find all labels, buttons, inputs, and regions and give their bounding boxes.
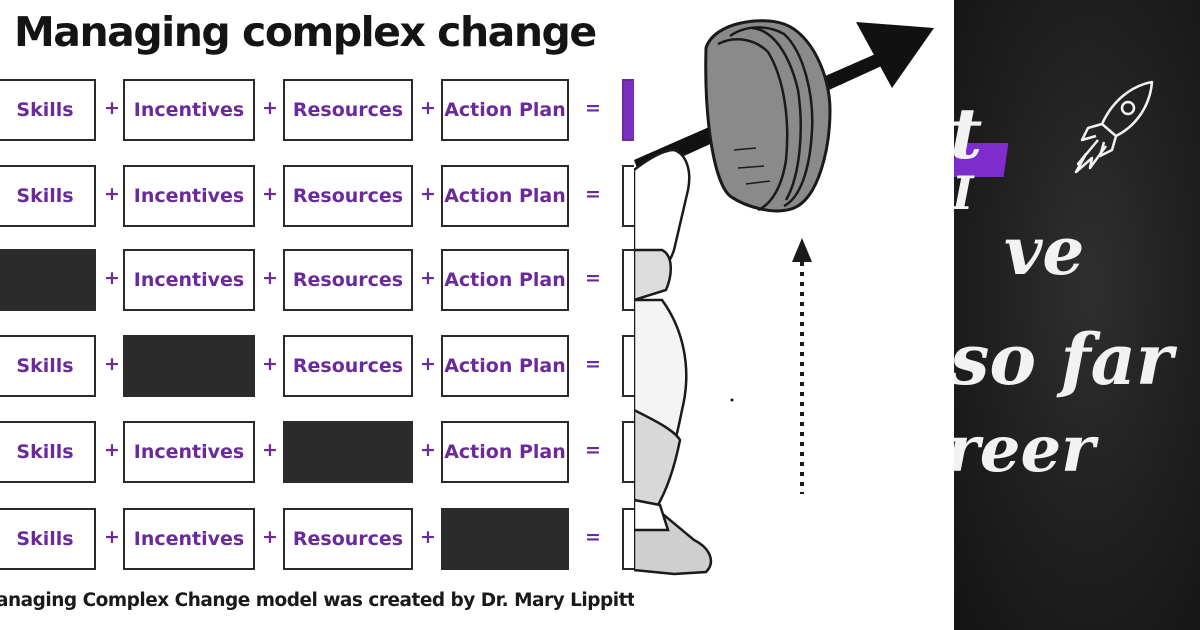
equals-sign: = xyxy=(585,97,601,119)
equals-sign: = xyxy=(585,526,601,548)
skills-box: Skills xyxy=(0,335,96,397)
resources-box: Resources xyxy=(283,508,413,570)
chalk-text: ve xyxy=(1004,212,1085,290)
plus-sign: + xyxy=(104,183,120,205)
plus-sign: + xyxy=(262,526,278,548)
upward-arrow-icon xyxy=(792,238,812,494)
page-title: Managing complex change xyxy=(14,8,597,56)
action-plan-box: Action Plan xyxy=(441,335,569,397)
result-box xyxy=(622,508,634,570)
resources-missing-block xyxy=(283,421,413,483)
chalk-text: reer xyxy=(954,412,1095,487)
plus-sign: + xyxy=(262,439,278,461)
action-plan-box: Action Plan xyxy=(441,249,569,311)
plus-sign: + xyxy=(104,267,120,289)
plus-sign: + xyxy=(420,97,436,119)
plus-sign: + xyxy=(104,353,120,375)
action-plan-missing-block xyxy=(441,508,569,570)
incentives-missing-block xyxy=(123,335,255,397)
plus-sign: + xyxy=(104,439,120,461)
resources-box: Resources xyxy=(283,79,413,141)
action-plan-box: Action Plan xyxy=(441,165,569,227)
model-row: Skills + Incentives + Resources + Action… xyxy=(0,79,634,141)
action-plan-box: Action Plan xyxy=(441,421,569,483)
result-box xyxy=(622,79,634,141)
plus-sign: + xyxy=(420,267,436,289)
plus-sign: + xyxy=(420,526,436,548)
incentives-box: Incentives xyxy=(123,249,255,311)
skills-box: Skills xyxy=(0,508,96,570)
result-box xyxy=(622,165,634,227)
action-plan-box: Action Plan xyxy=(441,79,569,141)
result-box xyxy=(622,249,634,311)
equals-sign: = xyxy=(585,439,601,461)
plus-sign: + xyxy=(420,439,436,461)
plus-sign: + xyxy=(262,267,278,289)
plus-sign: + xyxy=(262,353,278,375)
chalk-text: I xyxy=(954,166,974,220)
model-row: + Incentives + Resources + Action Plan = xyxy=(0,249,634,311)
plus-sign: + xyxy=(420,353,436,375)
chalk-text: so far xyxy=(954,318,1173,401)
weightlifter-illustration xyxy=(634,0,954,630)
plus-sign: + xyxy=(262,97,278,119)
lippitt-model-panel: Managing complex change Skills + Incenti… xyxy=(0,8,634,611)
chalkboard-panel: t I ve so far reer xyxy=(954,0,1200,630)
model-row: Skills + Incentives + + Action Plan = xyxy=(0,421,634,483)
resources-box: Resources xyxy=(283,165,413,227)
model-row: Skills + Incentives + Resources + = xyxy=(0,508,634,570)
equals-sign: = xyxy=(585,183,601,205)
lifter-figure xyxy=(634,148,713,576)
incentives-box: Incentives xyxy=(123,165,255,227)
incentives-box: Incentives xyxy=(123,79,255,141)
chalk-text: t xyxy=(954,92,982,175)
plus-sign: + xyxy=(104,526,120,548)
rocket-icon xyxy=(1074,80,1154,174)
model-row: Skills + Incentives + Resources + Action… xyxy=(0,165,634,227)
plus-sign: + xyxy=(262,183,278,205)
result-box xyxy=(622,335,634,397)
skills-missing-block xyxy=(0,249,96,311)
result-box xyxy=(622,421,634,483)
weight-plates-icon xyxy=(704,19,832,213)
skills-box: Skills xyxy=(0,421,96,483)
plus-sign: + xyxy=(104,97,120,119)
plus-sign: + xyxy=(420,183,436,205)
resources-box: Resources xyxy=(283,249,413,311)
skills-box: Skills xyxy=(0,79,96,141)
incentives-box: Incentives xyxy=(123,421,255,483)
equals-sign: = xyxy=(585,353,601,375)
equals-sign: = xyxy=(585,267,601,289)
weightlifter-drawing xyxy=(634,19,934,576)
model-row: Skills + + Resources + Action Plan = xyxy=(0,335,634,397)
skills-box: Skills xyxy=(0,165,96,227)
resources-box: Resources xyxy=(283,335,413,397)
attribution-caption: anaging Complex Change model was created… xyxy=(0,590,634,611)
incentives-box: Incentives xyxy=(123,508,255,570)
